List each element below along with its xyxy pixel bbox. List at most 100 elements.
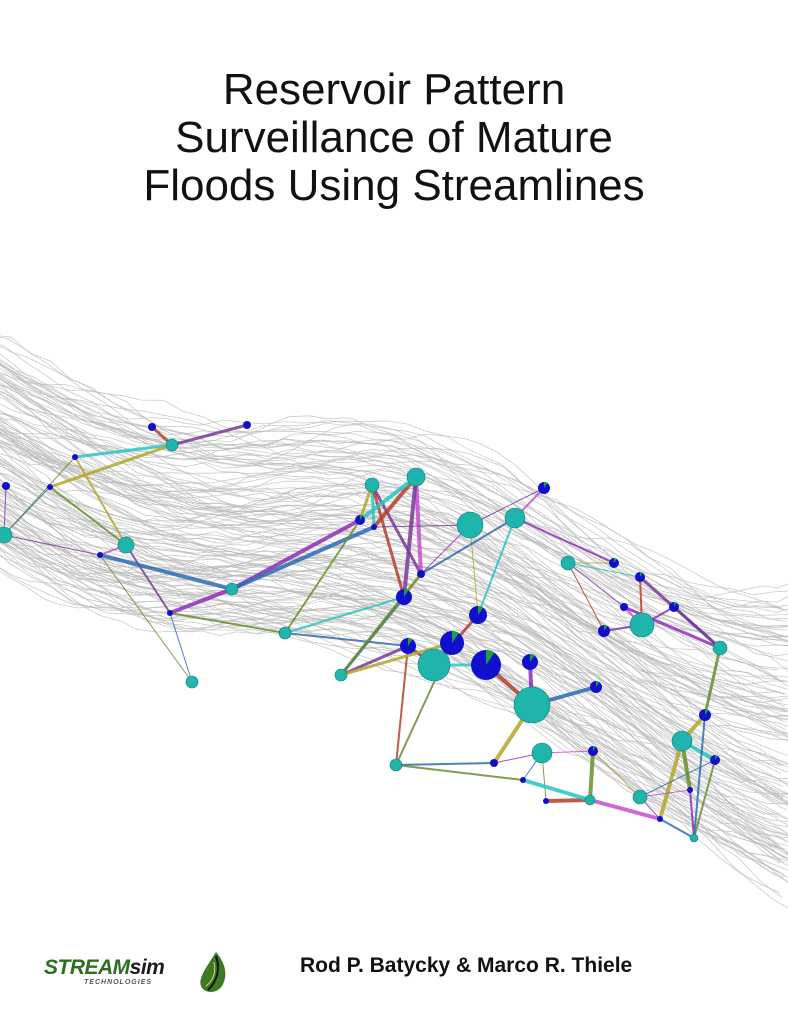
producer-oil-slice: [715, 755, 718, 760]
streamline: [0, 549, 788, 867]
producer-oil-slice: [604, 624, 608, 631]
well-connection: [567, 562, 641, 578]
producer-well: [490, 759, 498, 767]
title-line-3: Floods Using Streamlines: [143, 161, 645, 210]
book-title: Reservoir Pattern Surveillance of Mature…: [0, 66, 788, 210]
streamline: [0, 479, 788, 804]
streamline: [0, 415, 788, 678]
producer-water-slice: [687, 787, 693, 793]
cover-footer: STREAMsim TECHNOLOGIES Rod P. Batycky & …: [0, 944, 788, 1004]
well-connection: [171, 423, 248, 447]
streamline: [0, 442, 788, 742]
well-connection: [284, 596, 405, 634]
well-connection: [639, 759, 716, 798]
well-connection: [284, 632, 409, 647]
streamline: [0, 358, 788, 608]
wells-layer: [0, 421, 728, 843]
injector-well: [531, 742, 553, 764]
authors: Rod P. Batycky & Marco R. Thiele: [300, 954, 633, 977]
streamline: [0, 515, 788, 856]
producer-well: [699, 708, 711, 721]
streamline: [0, 473, 788, 805]
injector-well: [456, 511, 484, 539]
producer-water-slice: [620, 603, 628, 611]
well-connection: [169, 612, 286, 634]
streamline: [0, 537, 788, 842]
streamline: [0, 515, 784, 831]
producer-well: [2, 482, 10, 490]
streamline: [0, 427, 788, 720]
streamline-pattern-figure: [0, 335, 788, 935]
producer-well: [620, 603, 628, 611]
producer-well: [469, 606, 487, 624]
streamline: [0, 534, 780, 849]
producer-well: [471, 649, 501, 680]
well-connection: [693, 714, 706, 839]
well-connection: [74, 456, 127, 546]
producer-well: [400, 638, 416, 654]
producer-oil-slice: [640, 572, 643, 577]
well-connection: [99, 554, 193, 683]
injector-well: [629, 612, 655, 638]
injector-well: [117, 536, 135, 554]
well-connection: [402, 476, 418, 598]
producer-oil-slice: [360, 515, 363, 520]
streamline: [0, 433, 782, 766]
well-connection: [231, 518, 361, 591]
streamline: [0, 439, 788, 734]
streamline: [0, 538, 783, 862]
injector-well: [671, 730, 693, 752]
producer-well: [588, 746, 598, 756]
producer-water-slice: [657, 816, 663, 822]
streamline: [0, 540, 788, 860]
producer-oil-slice: [596, 680, 600, 687]
injector-well: [185, 675, 199, 689]
well-connection: [169, 612, 193, 683]
producer-well: [609, 558, 619, 568]
injector-well: [0, 526, 13, 544]
producer-well: [657, 816, 663, 822]
streamline: [0, 427, 786, 695]
well-connection: [689, 789, 695, 839]
well-connection: [340, 641, 453, 677]
producer-well: [710, 755, 720, 765]
producer-oil-slice: [486, 649, 495, 665]
well-connection: [169, 587, 233, 615]
streamline: [0, 540, 785, 875]
well-connection: [358, 475, 418, 522]
streamline: [0, 336, 788, 614]
producer-well: [97, 552, 103, 558]
well-connection: [514, 517, 615, 564]
streamline: [0, 527, 788, 859]
well-connection: [522, 778, 591, 802]
injector-well: [364, 477, 380, 493]
producer-water-slice: [72, 454, 78, 460]
title-line-2: Surveillance of Mature: [175, 113, 613, 162]
producer-water-slice: [148, 423, 156, 431]
streamline: [0, 363, 786, 622]
producer-oil-slice: [593, 746, 596, 751]
well-connection: [231, 525, 375, 591]
well-connection: [3, 534, 101, 556]
well-connection: [125, 544, 171, 614]
well-connection: [693, 759, 716, 839]
producer-water-slice: [47, 484, 53, 490]
producer-well: [543, 798, 549, 804]
well-connection: [372, 475, 418, 529]
well-connection: [592, 750, 641, 798]
injector-well: [513, 686, 551, 724]
streamline-map: [0, 335, 788, 909]
streamline: [0, 489, 788, 785]
streamsim-logo: STREAMsim TECHNOLOGIES: [44, 950, 234, 994]
producer-well: [355, 515, 365, 525]
producer-water-slice: [417, 570, 425, 578]
producer-oil-slice: [408, 638, 413, 646]
producer-well: [520, 777, 526, 783]
injector-well: [334, 668, 348, 682]
injector-well: [278, 626, 292, 640]
producer-water-slice: [371, 524, 377, 530]
producer-oil-slice: [544, 481, 548, 488]
streamline: [0, 442, 788, 756]
producer-oil-slice: [530, 654, 535, 662]
producer-well: [440, 631, 464, 655]
